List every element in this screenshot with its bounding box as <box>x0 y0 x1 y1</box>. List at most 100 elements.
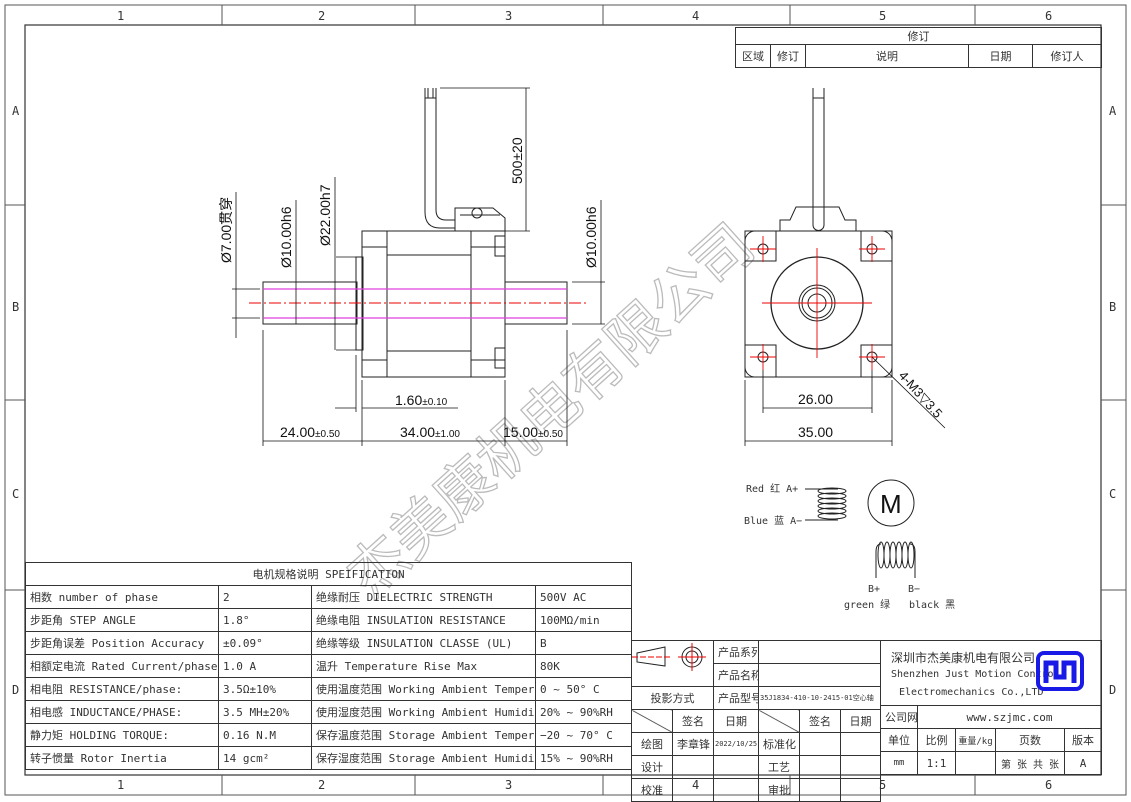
spec-param: 相额定电流 Rated Current/phase <box>25 654 219 678</box>
front-centerlines <box>750 236 885 370</box>
front-view <box>744 88 893 378</box>
wiring-diagram <box>805 479 916 578</box>
revision-header: 区域 <box>735 44 771 68</box>
front-body <box>744 230 893 378</box>
spec-value: 20% ~ 90%RH <box>534 700 633 724</box>
drawn-by: 李章锋 <box>672 732 714 756</box>
spec-value: 1.0 A <box>218 654 312 678</box>
date-header: 日期 <box>840 709 881 733</box>
spec-param: 使用湿度范围 Working Ambient Humidity <box>311 700 536 724</box>
zone-col-3: 3 <box>505 9 512 23</box>
spec-value: 500V AC <box>534 585 633 609</box>
zone-col-2-bottom: 2 <box>318 778 325 792</box>
spec-param: 静力矩 HOLDING TORQUE: <box>25 723 219 747</box>
standardization-label: 标准化 <box>758 732 800 756</box>
wire-b-plus-color: green 绿 <box>844 598 890 611</box>
revision-header: 修订人 <box>1031 44 1103 68</box>
zone-col-6: 6 <box>1045 9 1052 23</box>
zone-col-2: 2 <box>318 9 325 23</box>
projection-label: 投影方式 <box>631 686 714 710</box>
side-dim-labels: 500±20 Ø22.00h7 Ø10.00h6 Ø7.00贯穿 Ø10.00h… <box>218 137 599 440</box>
empty-cell <box>713 755 759 779</box>
spec-row: 步距角误差 Position Accuracy±0.09°绝缘等级 INSULA… <box>25 631 633 655</box>
zone-row-b: B <box>12 300 19 314</box>
spec-value: 3.5 MH±20% <box>218 700 312 724</box>
wire-b-minus-color: black 黑 <box>909 599 955 611</box>
flange-thickness-dim: 1.60±0.10 <box>395 392 448 408</box>
product-series-label: 产品系列 <box>713 640 759 664</box>
zone-row-a-right: A <box>1109 104 1117 118</box>
revision-header: 修订 <box>770 44 806 68</box>
spec-param: 转子惯量 Rotor Inertia <box>25 746 219 770</box>
zone-col-4: 4 <box>692 9 699 23</box>
revision-title: 修订 <box>734 27 1103 45</box>
zone-col-5: 5 <box>879 9 886 23</box>
cable-length-dim: 500±20 <box>509 137 525 184</box>
company-logo <box>1036 651 1084 691</box>
spec-param: 使用温度范围 Working Ambient Temperature <box>311 677 536 701</box>
spec-param: 绝缘电阻 INSULATION RESISTANCE <box>311 608 536 632</box>
zone-row-c-right: C <box>1109 487 1116 501</box>
version-value: A <box>1063 751 1103 775</box>
wiring-labels: Red 红 A+ Blue 蓝 A− B+ B− green 绿 black 黑 <box>744 482 955 611</box>
spec-param: 相数 number of phase <box>25 585 219 609</box>
product-name-label: 产品名称 <box>713 663 759 687</box>
empty-cell <box>713 778 759 802</box>
watermark: 杰美康机电有限公司 <box>334 211 767 611</box>
empty-cell <box>672 755 714 779</box>
empty-cell <box>799 755 841 779</box>
drawn-date: 2022/10/25 <box>713 732 759 756</box>
bore-lines <box>263 288 567 319</box>
weight-label: 重量/kg <box>955 728 996 752</box>
hole-spacing-dim: 26.00 <box>798 391 833 407</box>
spec-param: 相电感 INDUCTANCE/PHASE: <box>25 700 219 724</box>
wire-b-plus: B+ <box>868 584 880 595</box>
spec-value: 15% ~ 90%RH <box>534 746 633 770</box>
connector <box>454 207 506 231</box>
check-label: 校准 <box>631 778 673 802</box>
pages-label: 页数 <box>995 728 1065 752</box>
body-length-dim: 34.00±1.00 <box>400 424 460 440</box>
empty-cell <box>840 732 881 756</box>
spec-value: 1.8° <box>218 608 312 632</box>
zone-col-3-bottom: 3 <box>505 778 512 792</box>
spec-param: 相电阻 RESISTANCE/phase: <box>25 677 219 701</box>
zone-row-b-right: B <box>1109 300 1116 314</box>
motor-body <box>361 230 506 378</box>
model-label: 产品型号 <box>713 686 759 710</box>
company-name-cn: 深圳市杰美康机电有限公司 <box>891 651 1036 665</box>
cable-tab <box>779 206 857 231</box>
diagonal-cell <box>758 709 800 733</box>
spec-row: 相电阻 RESISTANCE/phase:3.5Ω±10%使用温度范围 Work… <box>25 677 633 701</box>
spec-value: B <box>534 631 633 655</box>
spec-value: 100MΩ/min <box>534 608 633 632</box>
design-label: 设计 <box>631 755 673 779</box>
body-width-dim: 35.00 <box>798 424 833 440</box>
side-view <box>262 88 568 378</box>
spec-param: 步距角误差 Position Accuracy <box>25 631 219 655</box>
scale-value: 1:1 <box>917 751 956 775</box>
revision-header: 说明 <box>805 44 969 68</box>
projection-symbol-cell <box>631 640 714 687</box>
spec-value: 0.16 N.M <box>218 723 312 747</box>
website-label: 公司网址 <box>880 705 918 729</box>
spec-value: 3.5Ω±10% <box>218 677 312 701</box>
zone-col-6-bottom: 6 <box>1045 778 1052 792</box>
company-name-en-2: Electromechanics Co.,LTD <box>899 687 1044 698</box>
spec-title: 电机规格说明 SPEIFICATION <box>24 562 633 586</box>
right-shaft-length-dim: 15.00±0.50 <box>503 424 563 440</box>
wire-a-minus: Blue 蓝 A− <box>744 515 802 527</box>
company-cell: 深圳市杰美康机电有限公司 Shenzhen Just Motion Contro… <box>879 640 1103 706</box>
spec-param: 保存温度范围 Storage Ambient Temperature <box>311 723 536 747</box>
spec-param: 绝缘等级 INSULATION CLASSE (UL) <box>311 631 536 655</box>
side-dimensions <box>232 87 605 446</box>
spec-value: ±0.09° <box>218 631 312 655</box>
wire-a-plus: Red 红 A+ <box>746 482 798 495</box>
